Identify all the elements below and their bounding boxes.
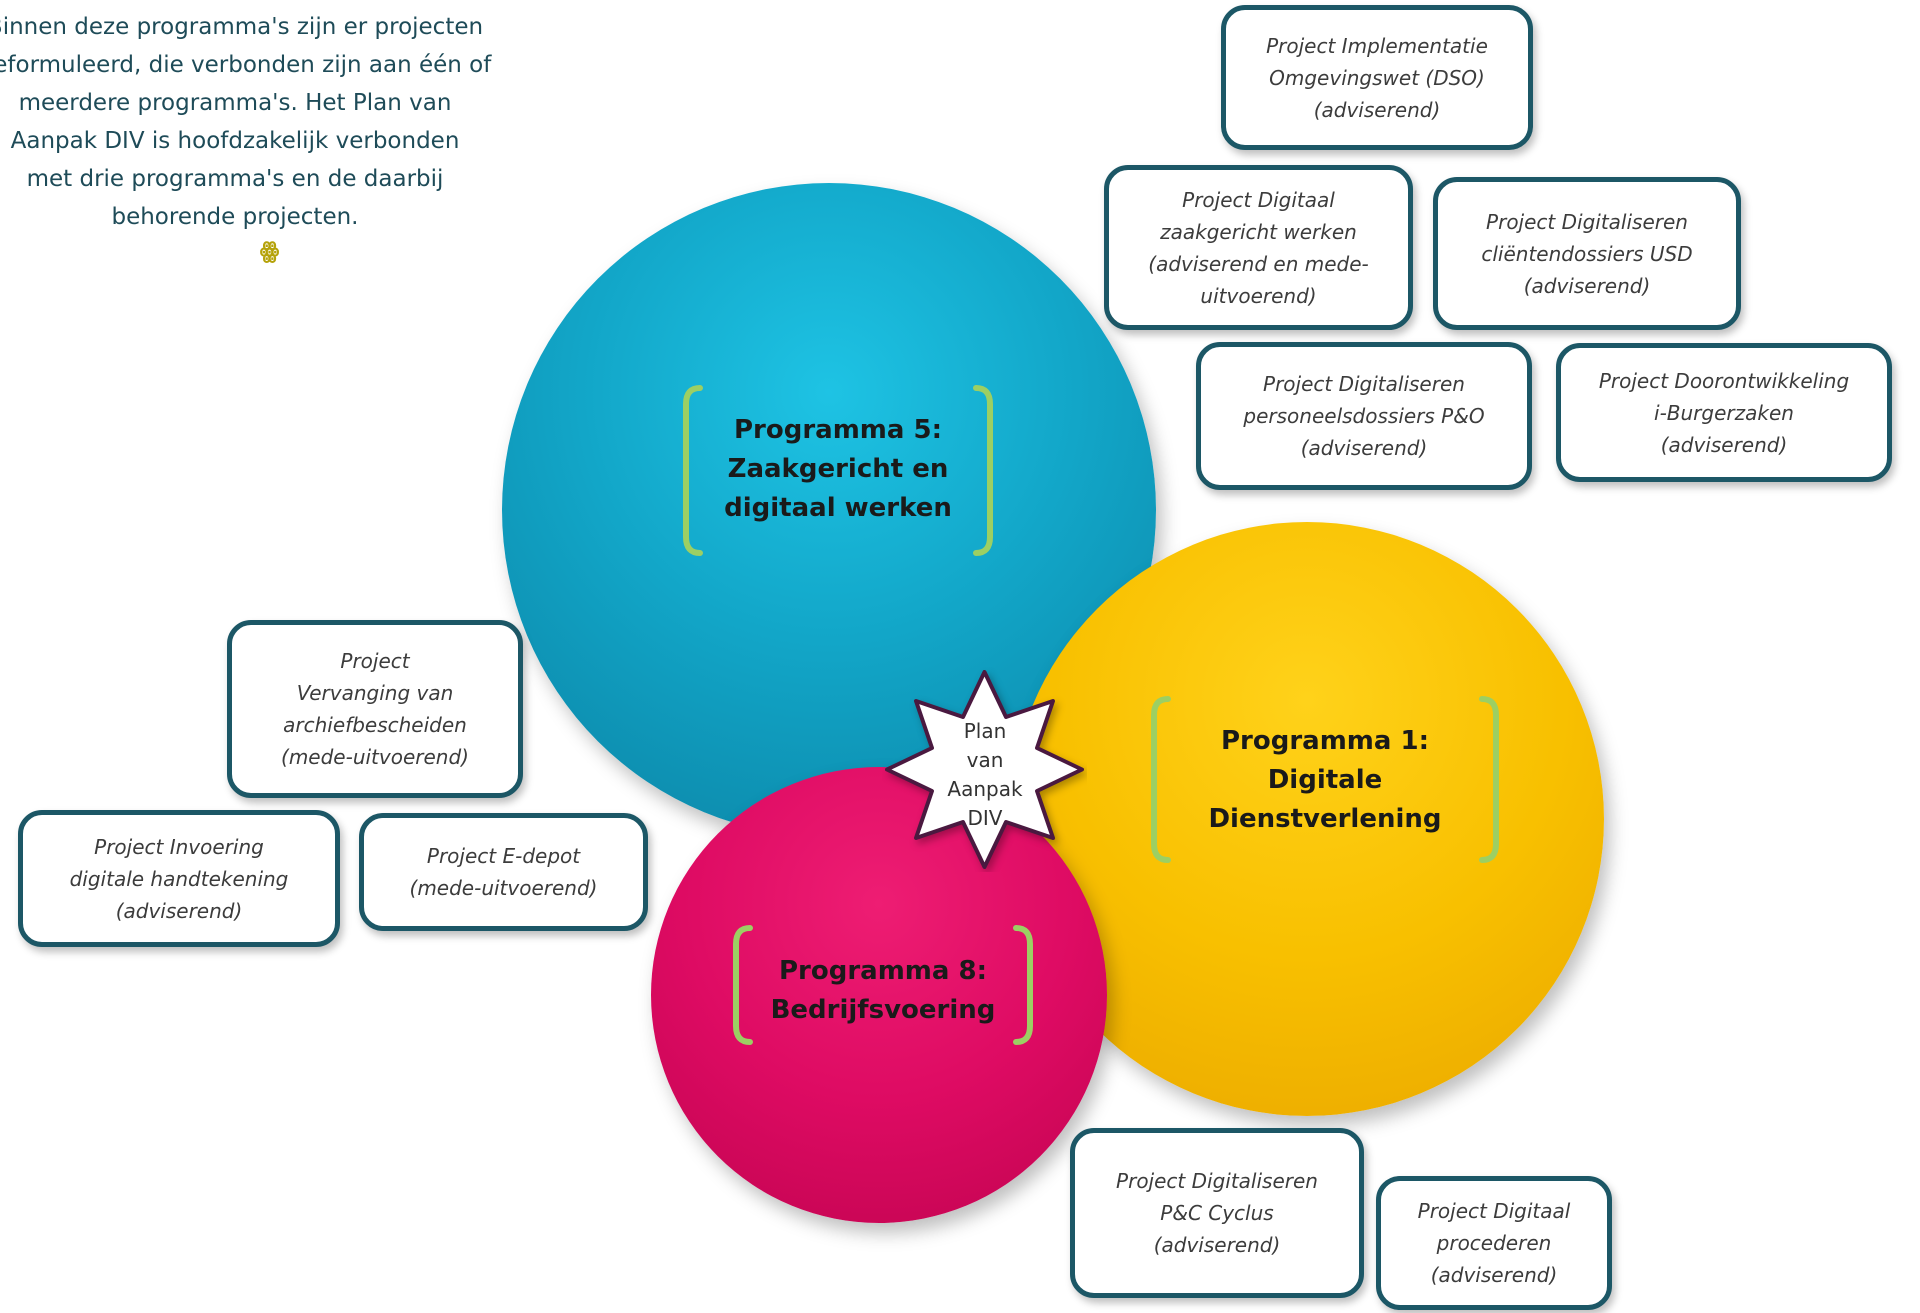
project-line: (adviserend) [1430, 1263, 1558, 1287]
star-label-line: van [966, 748, 1004, 772]
intro-line: meerdere programma's. Het Plan van [18, 90, 452, 116]
program-1-label-line: Digitale [1267, 765, 1383, 795]
intro-line: met drie programma's en de daarbij [26, 166, 444, 192]
bracket-right-program-1 [1479, 696, 1499, 863]
project-line: Project Invoering [94, 834, 264, 859]
ornament-icon: ꙮ [259, 238, 281, 264]
project-line: procederen [1436, 1231, 1552, 1255]
project-line: archiefbescheiden [283, 713, 467, 737]
program-5-label-line: Zaakgericht en [727, 454, 949, 484]
bracket-right-program-8 [1013, 925, 1033, 1045]
program-1-label-line: Programma 1: [1221, 726, 1429, 756]
intro-line: Binnen deze programma's zijn er projecte… [0, 14, 484, 40]
project-line: Omgevingswet (DSO) [1269, 65, 1485, 90]
project-line: Project [340, 649, 410, 673]
project-line: uitvoerend) [1200, 283, 1317, 308]
star-icon [885, 670, 1084, 869]
bracket-left-program-5 [683, 385, 703, 556]
intro-line: behorende projecten. [111, 204, 359, 230]
bracket-right-program-5 [973, 385, 993, 556]
program-1-label: Programma 1: Digitale Dienstverlening [1154, 722, 1496, 839]
project-line: cliëntendossiers USD [1481, 241, 1693, 266]
star-label-line: Plan [963, 719, 1007, 743]
program-8-label-line: Programma 8: [779, 956, 987, 986]
project-line: Project Digitaliseren [1116, 1169, 1318, 1193]
plan-van-aanpak-label: Plan van Aanpak DIV [934, 717, 1036, 825]
project-line: Project Digitaliseren [1263, 372, 1465, 396]
program-8-label-line: Bedrijfsvoering [770, 995, 996, 1025]
project-line: personeelsdossiers P&O [1243, 404, 1485, 428]
star-label-line: DIV [967, 806, 1003, 825]
project-digitaal-zaakgericht-werken: Project Digitaal zaakgericht werken (adv… [1104, 165, 1413, 330]
project-line: zaakgericht werken [1160, 219, 1357, 244]
project-line: (adviserend) [115, 898, 243, 923]
program-5-label-line: digitaal werken [724, 493, 952, 523]
project-line: Project Digitaliseren [1486, 209, 1688, 234]
project-line: Project Implementatie [1266, 33, 1488, 58]
project-line: (mede-uitvoerend) [409, 876, 598, 900]
project-line: (adviserend en mede- [1148, 251, 1369, 276]
project-digitaliseren-clientendossiers: Project Digitaliseren cliëntendossiers U… [1433, 177, 1741, 330]
project-digitaliseren-personeelsdossiers: Project Digitaliseren personeelsdossiers… [1196, 342, 1532, 490]
project-doorontwikkeling-i-burgerzaken: Project Doorontwikkeling i-Burgerzaken (… [1556, 343, 1892, 482]
project-e-depot: Project E-depot (mede-uitvoerend) [359, 813, 648, 931]
project-digitaal-procederen: Project Digitaal procederen (adviserend) [1376, 1176, 1612, 1310]
project-line: Project E-depot [426, 844, 581, 868]
project-line: digitale handtekening [69, 866, 289, 891]
program-1-label-line: Dienstverlening [1208, 804, 1442, 834]
project-digitaliseren-pc-cyclus: Project Digitaliseren P&C Cyclus (advise… [1070, 1128, 1364, 1298]
program-8-label: Programma 8: Bedrijfsvoering [736, 952, 1030, 1030]
project-vervanging-archiefbescheiden: Project Vervanging van archiefbescheiden… [227, 620, 523, 798]
project-line: Project Digitaal [1417, 1199, 1571, 1223]
project-line: P&C Cyclus [1160, 1201, 1274, 1225]
program-1-circle [1010, 522, 1604, 1116]
project-implementatie-omgevingswet: Project Implementatie Omgevingswet (DSO)… [1221, 5, 1533, 150]
project-line: (adviserend) [1523, 273, 1651, 298]
project-line: (adviserend) [1660, 432, 1788, 457]
intro-line: geformuleerd, die verbonden zijn aan één… [0, 52, 492, 78]
project-line: Vervanging van [296, 681, 454, 705]
project-invoering-digitale-handtekening: Project Invoering digitale handtekening … [18, 810, 340, 947]
project-line: (adviserend) [1300, 436, 1428, 460]
bracket-left-program-1 [1151, 696, 1171, 863]
intro-text: Binnen deze programma's zijn er projecte… [0, 8, 530, 236]
project-line: Project Digitaal [1182, 187, 1335, 212]
bracket-left-program-8 [733, 925, 753, 1045]
project-line: i-Burgerzaken [1654, 400, 1794, 425]
project-line: (adviserend) [1313, 97, 1441, 122]
project-line: (adviserend) [1153, 1233, 1281, 1257]
intro-line: Aanpak DIV is hoofdzakelijk verbonden [10, 128, 460, 154]
program-5-label: Programma 5: Zaakgericht en digitaal wer… [686, 411, 990, 528]
project-line: (mede-uitvoerend) [281, 745, 469, 769]
project-line: Project Doorontwikkeling [1598, 368, 1850, 393]
star-label-line: Aanpak [947, 777, 1023, 801]
program-5-label-line: Programma 5: [734, 415, 942, 445]
